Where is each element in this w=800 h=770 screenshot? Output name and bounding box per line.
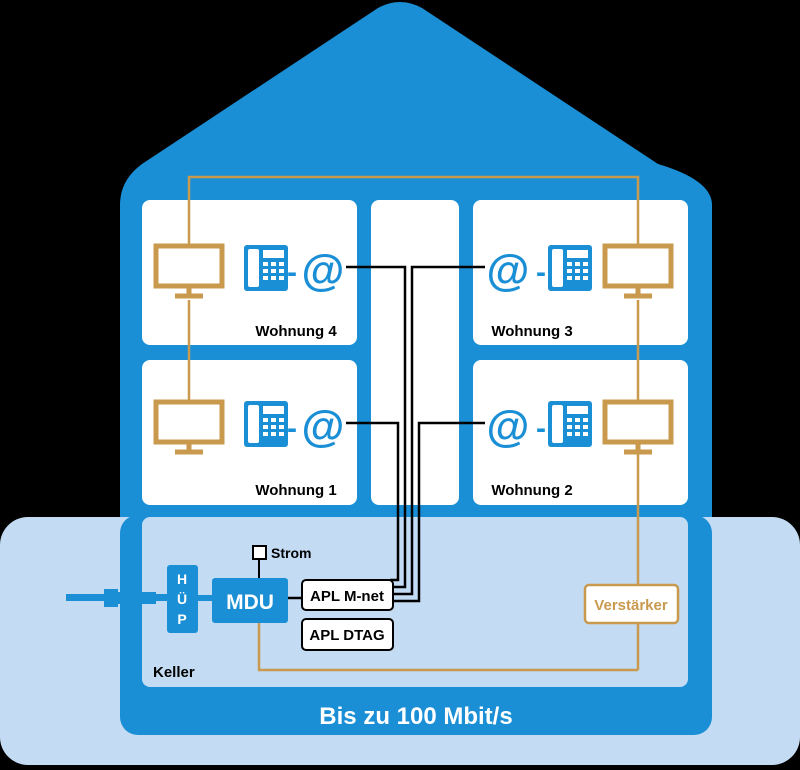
dash-separator: -: [287, 412, 297, 445]
strom-label: Strom: [271, 545, 311, 561]
telephone-icon: [548, 401, 592, 447]
power-socket-icon: [252, 545, 267, 560]
mdu-box: [212, 578, 288, 623]
keller-label: Keller: [153, 664, 195, 681]
dash-separator: -: [287, 256, 297, 289]
apl-mnet-box: [301, 579, 394, 611]
hup-box: [167, 565, 198, 633]
at-sign-icon: @: [487, 402, 530, 451]
incoming-fiber-cable: [66, 589, 168, 607]
tv-cable-lines: [187, 175, 640, 672]
dash-separator: -: [536, 412, 546, 445]
data-lines: [346, 265, 485, 603]
mdu-label: MDU: [226, 591, 274, 614]
apl-mnet-label: APL M-net: [310, 588, 384, 605]
telephone-icon: [244, 401, 288, 447]
amplifier-label: Verstärker: [594, 597, 668, 614]
amplifier-box: [583, 583, 680, 625]
at-sign-icon: @: [487, 246, 530, 295]
room-stairwell: [371, 200, 459, 505]
apartment-label-wohnung-3: Wohnung 3: [491, 323, 572, 340]
speed-label: Bis zu 100 Mbit/s: [319, 703, 512, 730]
telephone-icon: [548, 245, 592, 291]
hup-letter-p: P: [177, 611, 186, 627]
hup-letter-h: H: [177, 571, 187, 587]
apartment-label-wohnung-1: Wohnung 1: [255, 482, 336, 499]
apl-dtag-label: APL DTAG: [309, 627, 384, 644]
apartment-label-wohnung-4: Wohnung 4: [255, 323, 337, 340]
dash-separator: -: [536, 256, 546, 289]
hup-letter-u: Ü: [177, 591, 187, 607]
apl-dtag-box: [301, 618, 394, 651]
at-sign-icon: @: [302, 402, 345, 451]
telephone-icon: [244, 245, 288, 291]
at-sign-icon: @: [302, 246, 345, 295]
apartment-label-wohnung-2: Wohnung 2: [491, 482, 572, 499]
